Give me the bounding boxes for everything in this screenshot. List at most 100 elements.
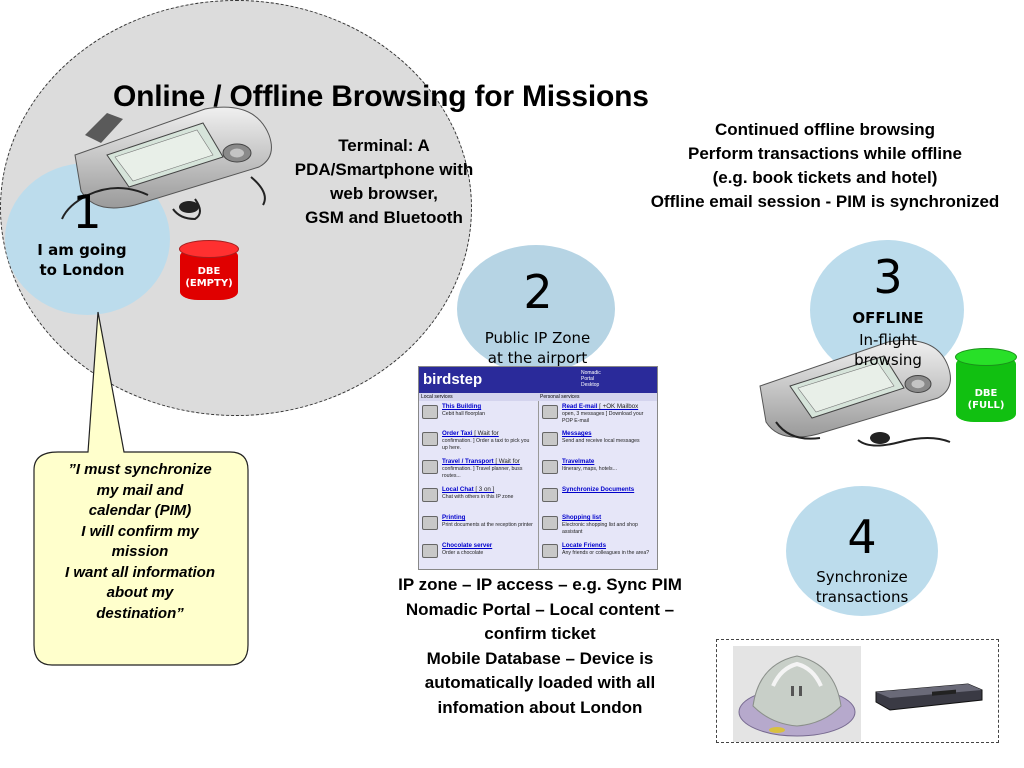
offline-line: (e.g. book tickets and hotel) (712, 168, 938, 187)
portal-item-desc: Send and receive local messages (562, 438, 640, 444)
portal-link-extra: [ Wait for (493, 458, 520, 465)
callout-line: mission (111, 543, 169, 560)
friends-icon (542, 544, 558, 558)
building-icon (422, 405, 438, 419)
offline-line: Continued offline browsing (714, 120, 936, 139)
portal-item: Synchronize Documents (539, 485, 655, 511)
step-2-number: 2 (523, 265, 553, 319)
portal-logo: birdstep (423, 371, 483, 388)
portal-link-extra: [ Wait for (472, 430, 499, 437)
portal-item: Locate Friends Any friends or colleagues… (539, 541, 655, 567)
zone-line: Mobile Database – Device is (426, 648, 654, 668)
portal-link-this-building[interactable]: This Building (442, 403, 482, 410)
portal-item: Shopping list Electronic shopping list a… (539, 513, 655, 539)
email-icon (542, 405, 558, 419)
step-3-label-line: In-flight (859, 331, 917, 349)
terminal-line: PDA/Smartphone with (294, 160, 474, 179)
portal-link-travelmate[interactable]: Travelmate (562, 458, 595, 465)
portal-item: Messages Send and receive local messages (539, 429, 655, 455)
step-4-bubble (786, 486, 938, 616)
database-label-line: DBE (197, 266, 221, 277)
terminal-description: Terminal: A PDA/Smartphone with web brow… (270, 134, 498, 230)
terminal-line: GSM and Bluetooth (305, 208, 463, 227)
portal-link-extra: [ +OK Mailbox (597, 403, 639, 410)
portal-item: Travel / Transport [ Wait for confirmati… (419, 457, 535, 483)
database-full-label: DBE (FULL) (956, 388, 1016, 412)
portal-link-extra: [ 3 on ] (473, 486, 495, 493)
portal-link-travel-transport[interactable]: Travel / Transport [ Wait for (442, 458, 520, 465)
portal-subtitle-line: Nomadic (581, 370, 601, 376)
portal-personal-header: Personal services (540, 394, 580, 400)
pda-device-offline-icon (759, 339, 951, 447)
portal-item: Order Taxi [ Wait for confirmation. ] Or… (419, 429, 535, 455)
portal-link-text[interactable]: Order Taxi (442, 430, 473, 437)
terminal-line: Terminal: A (338, 136, 430, 155)
slide-title: Online / Offline Browsing for Missions (113, 80, 649, 113)
step-3-label-line: browsing (854, 351, 922, 369)
database-full-icon: DBE (FULL) (955, 348, 1017, 422)
callout-line: ”I must synchronize (68, 461, 212, 478)
portal-item: Printing Print documents at the receptio… (419, 513, 535, 539)
step-3-number: 3 (873, 250, 903, 304)
terminal-line: web browser, (330, 184, 438, 203)
callout-line: calendar (PIM) (88, 502, 192, 519)
portal-link-chocolate-server[interactable]: Chocolate server (442, 542, 493, 549)
step-4-label-line: Synchronize (816, 568, 908, 586)
map-icon (542, 460, 558, 474)
step-2-bubble (457, 245, 615, 373)
portal-item-desc: Cebit hall floorplan (442, 411, 485, 417)
step-2-label: Public IP Zone at the airport (465, 328, 610, 368)
portal-link-synchronize-documents[interactable]: Synchronize Documents (562, 486, 635, 493)
step-1-label: I am going to London (12, 240, 152, 280)
portal-item-desc: confirmation. ] Travel planner, buss rou… (442, 466, 523, 479)
nomadic-portal-screenshot: birdstep Nomadic Portal Desktop Local se… (418, 366, 658, 570)
zone-line: confirm ticket (484, 624, 596, 643)
ip-zone-description: IP zone – IP access – e.g. Sync PIM Noma… (360, 573, 720, 720)
portal-item-desc: Order a chocolate (442, 550, 484, 556)
step-1-label-line: to London (39, 261, 125, 279)
portal-body: This Building Cebit hall floorplan Order… (419, 401, 657, 569)
pda-device-icon (74, 106, 272, 221)
database-empty-label: DBE (EMPTY) (180, 266, 238, 290)
portal-link-read-email[interactable]: Read E-mail [ +OK Mailbox (562, 403, 638, 410)
step-4-label: Synchronize transactions (790, 567, 934, 607)
offline-description: Continued offline browsing Perform trans… (615, 118, 1024, 214)
portal-item-desc: Any friends or colleagues in the area? (562, 550, 650, 556)
portal-link-shopping-list[interactable]: Shopping list (562, 514, 602, 521)
portal-header: birdstep Nomadic Portal Desktop (419, 367, 657, 393)
chat-icon (422, 488, 438, 502)
zone-line: infomation about London (437, 697, 643, 717)
portal-link-order-taxi[interactable]: Order Taxi [ Wait for (442, 430, 499, 437)
portal-subtitle-line: Portal (581, 376, 595, 382)
chocolate-icon (422, 544, 438, 558)
portal-link-text[interactable]: Local Chat (442, 486, 474, 493)
earpiece-cable-icon (61, 187, 149, 220)
portal-item: Chocolate server Order a chocolate (419, 541, 535, 567)
callout-line: about my (106, 584, 174, 601)
printer-icon (422, 516, 438, 530)
step-3-label: In-flight browsing (820, 330, 956, 370)
taxi-icon (422, 432, 438, 446)
callout-line: I want all information (64, 563, 215, 581)
portal-item: Read E-mail [ +OK Mailbox open, 3 messag… (539, 402, 655, 428)
database-empty-icon: DBE (EMPTY) (179, 240, 239, 300)
portal-item: Travelmate Itinerary, maps, hotels... (539, 457, 655, 483)
messages-icon (542, 432, 558, 446)
zone-line: IP zone – IP access – e.g. Sync PIM (398, 575, 682, 594)
portal-link-text[interactable]: Read E-mail (562, 403, 598, 410)
portal-item: This Building Cebit hall floorplan (419, 402, 535, 428)
portal-link-printing[interactable]: Printing (442, 514, 466, 521)
portal-link-text[interactable]: Travel / Transport (442, 458, 494, 465)
portal-divider (538, 401, 539, 569)
access-point-device-icon (733, 646, 861, 742)
callout-line: my mail and (96, 481, 184, 499)
portal-item-desc: Itinerary, maps, hotels... (562, 466, 617, 472)
portal-column-headers: Local services Personal services (419, 393, 657, 401)
portal-link-locate-friends[interactable]: Locate Friends (562, 542, 607, 549)
step-1-label-line: I am going (37, 241, 127, 259)
portal-item-desc: Chat with others in this IP zone (442, 494, 514, 500)
portal-link-local-chat[interactable]: Local Chat [ 3 on ] (442, 486, 494, 493)
portal-link-messages[interactable]: Messages (562, 430, 592, 437)
database-label-line: (FULL) (967, 400, 1005, 411)
portal-subtitle-line: Desktop (581, 382, 600, 388)
